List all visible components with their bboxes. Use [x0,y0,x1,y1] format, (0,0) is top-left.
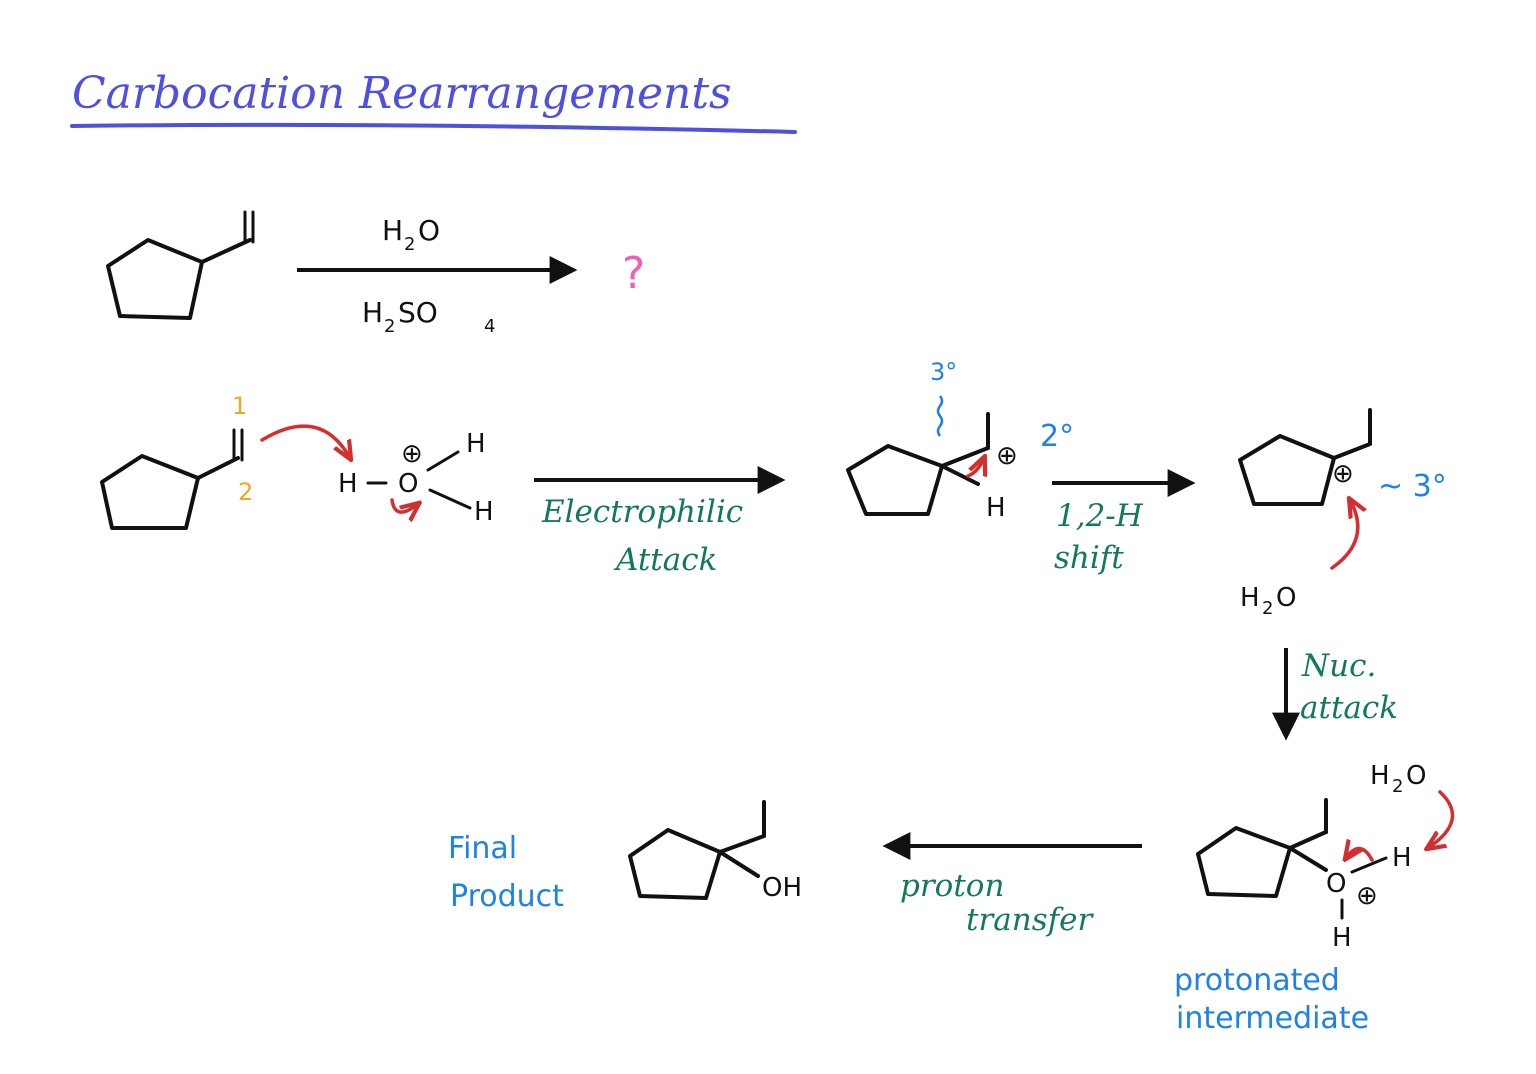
step-label-12h: 1,2-H [1056,498,1144,534]
tertiary-pointer [936,395,944,437]
svg-text:2: 2 [1262,598,1273,619]
step-label-nuc: Nuc. [1301,648,1376,684]
tertiary-charge: ⊕ [1332,459,1354,489]
intermediate-label-1: protonated [1174,963,1340,998]
svg-text:H: H [1240,583,1260,613]
hydronium-o: O [398,469,418,499]
svg-text:4: 4 [484,316,495,337]
svg-text:2: 2 [404,234,415,255]
hydroxyl-group: OH [762,873,802,903]
svg-text:H: H [382,214,403,247]
hydronium-charge: ⊕ [401,439,423,469]
protonated-alcohol: O ⊕ H H [1196,798,1412,953]
tertiary-label: 3° [930,358,957,386]
alkene-reactant [100,428,244,530]
svg-text:H: H [1370,761,1390,791]
svg-text:O: O [418,214,440,247]
intermediate-label-2: intermediate [1176,1001,1369,1036]
water-nucleophile: H 2 O [1240,583,1296,619]
svg-text:O: O [1276,583,1296,613]
curved-arrow-pi-attack [260,424,350,458]
step-label-proton: proton [900,868,1004,904]
step-label-electrophilic: Electrophilic [541,494,743,530]
secondary-carbocation: H ⊕ [846,412,1018,523]
step-label-attack: Attack [613,542,717,578]
oxonium-charge: ⊕ [1356,881,1378,911]
unknown-product: ? [622,248,645,299]
oxonium-o: O [1326,869,1346,899]
oxonium-h-right: H [1392,843,1412,873]
hydronium-ion: H O ⊕ H H [338,429,494,527]
final-label-1: Final [448,831,517,866]
methylenecyclopentane-start [106,210,255,320]
curved-arrow-oh-bond [390,498,418,512]
carbon-number-2: 2 [238,478,253,506]
tertiary-carbocation: ⊕ [1238,408,1372,506]
final-alcohol-product: OH [628,800,802,903]
shifting-hydrogen: H [986,493,1006,523]
final-label-2: Product [450,879,564,914]
reagent-water: H 2 O [382,214,440,255]
approx-tertiary-label: ~ 3° [1378,469,1447,504]
step-label-transfer: transfer [966,902,1094,938]
curved-arrow-hydride-shift [966,458,984,478]
carbon-number-1: 1 [232,392,247,420]
hydronium-h-bottom: H [474,497,494,527]
hydronium-h-left: H [338,469,358,499]
svg-text:H: H [362,296,383,329]
water-base: H 2 O [1370,761,1426,797]
svg-text:O: O [1406,761,1426,791]
secondary-label: 2° [1040,419,1074,454]
svg-text:2: 2 [384,316,395,337]
svg-text:2: 2 [1392,776,1403,797]
curved-arrow-water-attack [1330,500,1358,570]
curved-arrow-deprotonation [1428,790,1455,848]
title-underline [70,122,797,134]
page-title: Carbocation Rearrangements [72,68,732,119]
svg-text:SO: SO [398,296,438,329]
reagent-sulfuric-acid: H 2 SO 4 [362,296,495,337]
carbocation-charge: ⊕ [996,441,1018,471]
step-label-attack-2: attack [1300,690,1398,726]
curved-arrow-oh-bond-break [1346,848,1374,860]
step-label-shift: shift [1054,540,1124,576]
oxonium-h-bottom: H [1332,923,1352,953]
hydronium-h-top: H [466,429,486,459]
